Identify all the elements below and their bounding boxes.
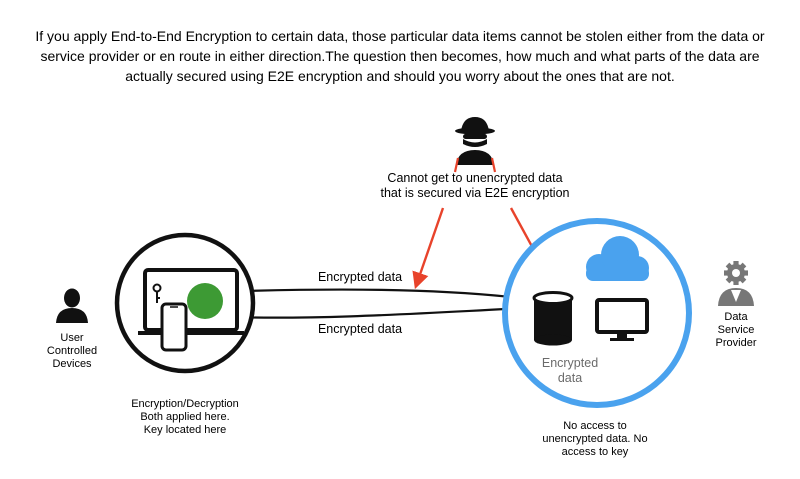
user-label-line2: Controlled xyxy=(46,345,98,357)
intro-text: If you apply End-to-End Encryption to ce… xyxy=(35,28,765,84)
attacker-caption-line2: that is secured via E2E encryption xyxy=(380,186,570,200)
encrypted-link-top-label: Encrypted data xyxy=(317,270,403,284)
database-icon xyxy=(532,291,574,346)
user-label: User Controlled Devices xyxy=(40,332,104,371)
encrypted-link-bottom xyxy=(225,306,529,324)
provider-note-line1: No access to xyxy=(563,420,627,432)
user-devices-group xyxy=(114,232,256,374)
user-label-line3: Devices xyxy=(52,358,92,370)
provider-label-line1: Data xyxy=(724,311,748,323)
user-note-line2: Both applied here. xyxy=(140,411,230,423)
user-icon xyxy=(56,288,88,323)
attacker-caption-line1: Cannot get to unencrypted data xyxy=(387,171,563,185)
gear-person-icon xyxy=(718,261,754,306)
encrypted-link-top xyxy=(212,288,531,305)
key-icon xyxy=(152,283,162,303)
provider-note-line3: access to key xyxy=(561,446,629,458)
store-caption-line1: Encrypted xyxy=(541,356,599,370)
encryption-key-circle xyxy=(187,283,223,319)
encrypted-link-bottom-label: Encrypted data xyxy=(317,322,403,336)
monitor-icon xyxy=(595,298,649,341)
user-note-line3: Key located here xyxy=(143,424,227,436)
provider-group xyxy=(502,218,692,408)
attack-arrow-left xyxy=(412,207,445,290)
provider-label-line3: Provider xyxy=(715,337,757,349)
cloud-icon xyxy=(586,236,649,281)
provider-note-line2: unencrypted data. No xyxy=(542,433,648,445)
store-caption-line2: data xyxy=(557,371,583,385)
store-caption: Encrypted data xyxy=(530,356,610,386)
provider-note: No access to unencrypted data. No access… xyxy=(520,420,670,459)
user-note: Encryption/Decryption Both applied here.… xyxy=(115,398,255,437)
provider-label-line2: Service xyxy=(717,324,755,336)
user-label-line1: User xyxy=(60,332,84,344)
hacker-icon xyxy=(453,117,497,173)
user-note-line1: Encryption/Decryption xyxy=(131,398,239,410)
provider-label: Data Service Provider xyxy=(706,311,766,350)
attacker-caption: Cannot get to unencrypted data that is s… xyxy=(340,171,610,201)
